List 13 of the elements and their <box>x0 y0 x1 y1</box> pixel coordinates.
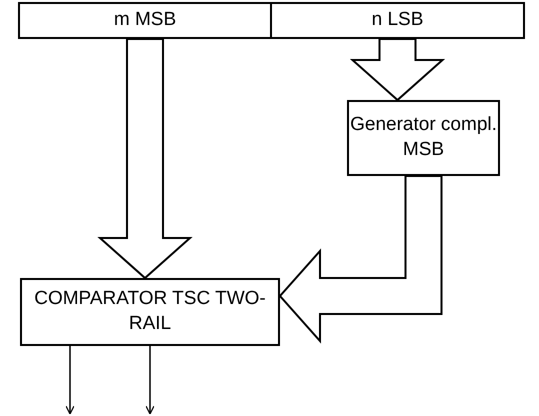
hollow-arrow <box>278 175 442 344</box>
block-label: m MSB <box>114 8 176 32</box>
block-label: Generator compl. MSB <box>349 113 498 162</box>
arrow <box>145 346 155 415</box>
hollow-arrow <box>350 38 446 102</box>
block-box <box>20 278 280 346</box>
hollow-arrow <box>97 38 193 280</box>
block-label: COMPARATOR TSC TWO-RAIL <box>33 287 267 336</box>
arrow <box>65 346 75 415</box>
block-box <box>18 2 272 39</box>
block-box <box>347 100 500 176</box>
block-label: n LSB <box>372 8 424 32</box>
block-box <box>270 2 525 39</box>
